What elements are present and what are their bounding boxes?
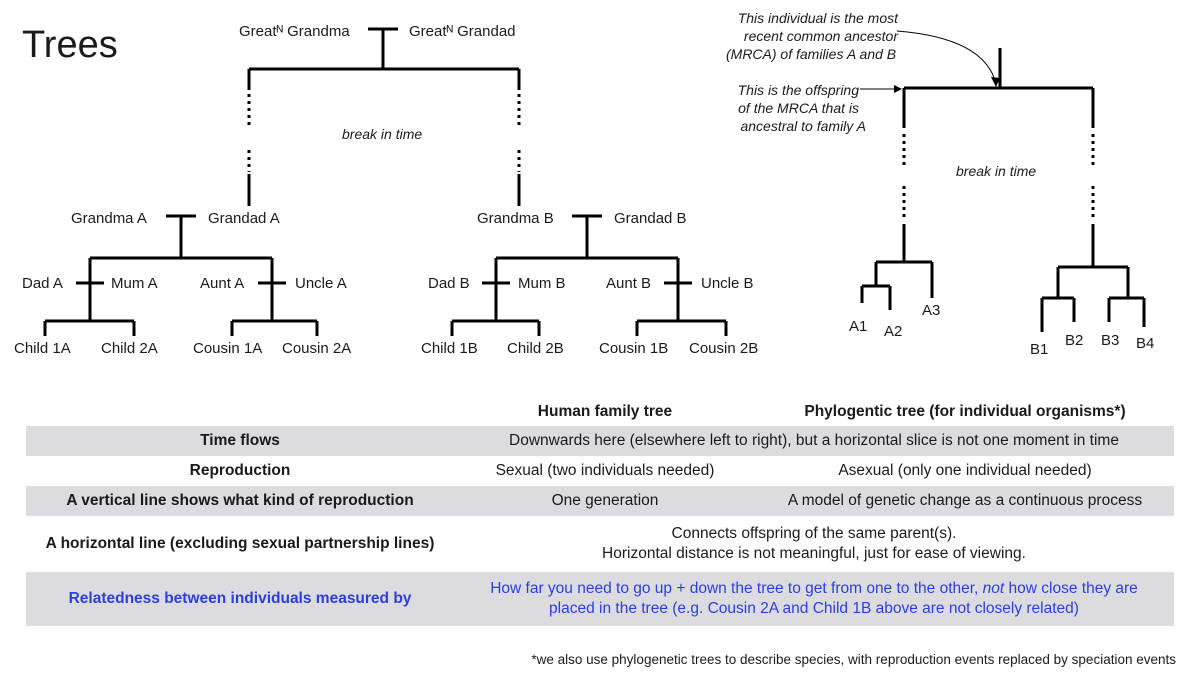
row-phylo-value: Asexual (only one individual needed) [838, 462, 1092, 479]
table-header-row: Human family tree Phylogentic tree (for … [26, 398, 1174, 426]
leaf-b2-label: B2 [1065, 332, 1083, 349]
comparison-table: Human family tree Phylogentic tree (for … [26, 398, 1174, 626]
uncle-b-label: Uncle B [701, 275, 754, 292]
descent-lines [247, 174, 521, 206]
mum-b-label: Mum B [518, 275, 566, 292]
cousin-1b-label: Cousin 1B [599, 340, 668, 357]
child-2b-label: Child 2B [507, 340, 564, 357]
row-vertical-line: A vertical line shows what kind of repro… [26, 486, 1174, 516]
cousins-b-branch [635, 319, 728, 336]
dad-a-label: Dad A [22, 275, 63, 292]
row-combined-value: Connects offspring of the same parent(s)… [454, 524, 1174, 564]
cousin-2a-label: Cousin 2A [282, 340, 351, 357]
grandad-b-label: Grandad B [614, 210, 687, 227]
grandad-a-label: Grandad A [208, 210, 280, 227]
clade-a-branches [860, 224, 934, 310]
row-phylo-value: A model of genetic change as a continuou… [787, 492, 1143, 509]
aunt-uncle-a-branch [258, 258, 286, 321]
row-label: A vertical line shows what kind of repro… [66, 492, 414, 509]
row-combined-value: How far you need to go up + down the tre… [454, 579, 1174, 619]
phylogenetic-tree: This individual is the most recent commo… [726, 10, 1154, 358]
relatedness-not-emphasis: not [982, 580, 1005, 597]
mrca-note-line-3: (MRCA) of families A and B [726, 46, 896, 62]
relatedness-text-b: how close they are [1004, 580, 1138, 597]
mrca-note-line-1: This individual is the most [738, 10, 899, 26]
row-combined-line-1: Connects offspring of the same parent(s)… [671, 525, 957, 542]
uncle-a-label: Uncle A [295, 275, 347, 292]
page-title: Trees [22, 24, 118, 66]
leaf-b1-label: B1 [1030, 341, 1048, 358]
header-family-tree: Human family tree [537, 403, 673, 420]
leaf-a2-label: A2 [884, 323, 902, 340]
offspring-arrowhead [894, 85, 902, 93]
row-label: A horizontal line (excluding sexual part… [45, 535, 435, 552]
grandparents-a-branch [90, 214, 272, 260]
tree-diagrams: Trees Greatᴺ Grandma Greatᴺ Grandad brea… [14, 10, 1154, 358]
aunt-a-label: Aunt A [200, 275, 244, 292]
relatedness-text-a: How far you need to go up + down the tre… [490, 580, 983, 597]
offspring-note-line-3: ancestral to family A [740, 118, 866, 134]
phylo-break-in-time-label: break in time [956, 163, 1036, 179]
row-combined-line-2: Horizontal distance is not meaningful, j… [602, 545, 1026, 562]
header-phylo-tree: Phylogentic tree (for individual organis… [804, 403, 1126, 420]
break-dashes [247, 94, 521, 172]
clade-b-branches [1040, 224, 1146, 332]
leaf-b4-label: B4 [1136, 335, 1154, 352]
mrca-arrowhead [991, 77, 1000, 87]
children-b-branch [450, 319, 541, 336]
grandma-b-label: Grandma B [477, 210, 554, 227]
mrca-branch [902, 48, 1095, 128]
leaf-a3-label: A3 [922, 302, 940, 319]
offspring-note-line-2: of the MRCA that is [738, 100, 859, 116]
mum-a-label: Mum A [111, 275, 158, 292]
grandparents-b-branch [496, 214, 678, 260]
footnote: *we also use phylogenetic trees to descr… [531, 652, 1176, 667]
row-combined-line-1: How far you need to go up + down the tre… [454, 579, 1174, 599]
great-grandad-label: Greatᴺ Grandad [409, 23, 516, 40]
family-tree: Greatᴺ Grandma Greatᴺ Grandad break in t… [14, 23, 758, 357]
row-combined-value: Downwards here (elsewhere left to right)… [509, 432, 1119, 449]
dad-b-label: Dad B [428, 275, 470, 292]
cousin-2b-label: Cousin 2B [689, 340, 758, 357]
offspring-note-line-1: This is the offspring [738, 82, 860, 98]
children-a-branch [43, 319, 136, 336]
row-family-value: One generation [551, 492, 659, 509]
cousins-a-branch [230, 319, 319, 336]
row-time-flows: Time flows Downwards here (elsewhere lef… [26, 426, 1174, 456]
row-label: Reproduction [189, 462, 291, 479]
row-relatedness: Relatedness between individuals measured… [26, 572, 1174, 626]
parents-a-branch [76, 258, 104, 321]
grandma-a-label: Grandma A [71, 210, 147, 227]
row-family-value: Sexual (two individuals needed) [495, 462, 715, 479]
great-grandparents-branch [247, 27, 521, 90]
break-in-time-label: break in time [342, 126, 422, 142]
child-1b-label: Child 1B [421, 340, 478, 357]
row-reproduction: Reproduction Sexual (two individuals nee… [26, 456, 1174, 486]
phylo-break-dashes [902, 134, 1095, 218]
leaf-b3-label: B3 [1101, 332, 1119, 349]
row-combined-line-2: placed in the tree (e.g. Cousin 2A and C… [549, 600, 1079, 617]
aunt-uncle-b-branch [664, 258, 692, 321]
child-2a-label: Child 2A [101, 340, 158, 357]
parents-b-branch [482, 258, 510, 321]
mrca-note-line-2: recent common ancestor [744, 28, 899, 44]
cousin-1a-label: Cousin 1A [193, 340, 262, 357]
row-horizontal-line: A horizontal line (excluding sexual part… [26, 516, 1174, 572]
row-label: Relatedness between individuals measured… [68, 590, 412, 607]
aunt-b-label: Aunt B [606, 275, 651, 292]
child-1a-label: Child 1A [14, 340, 71, 357]
great-grandma-label: Greatᴺ Grandma [239, 23, 350, 40]
mrca-pointer-arrow [896, 30, 997, 85]
row-label: Time flows [200, 432, 280, 449]
leaf-a1-label: A1 [849, 318, 867, 335]
